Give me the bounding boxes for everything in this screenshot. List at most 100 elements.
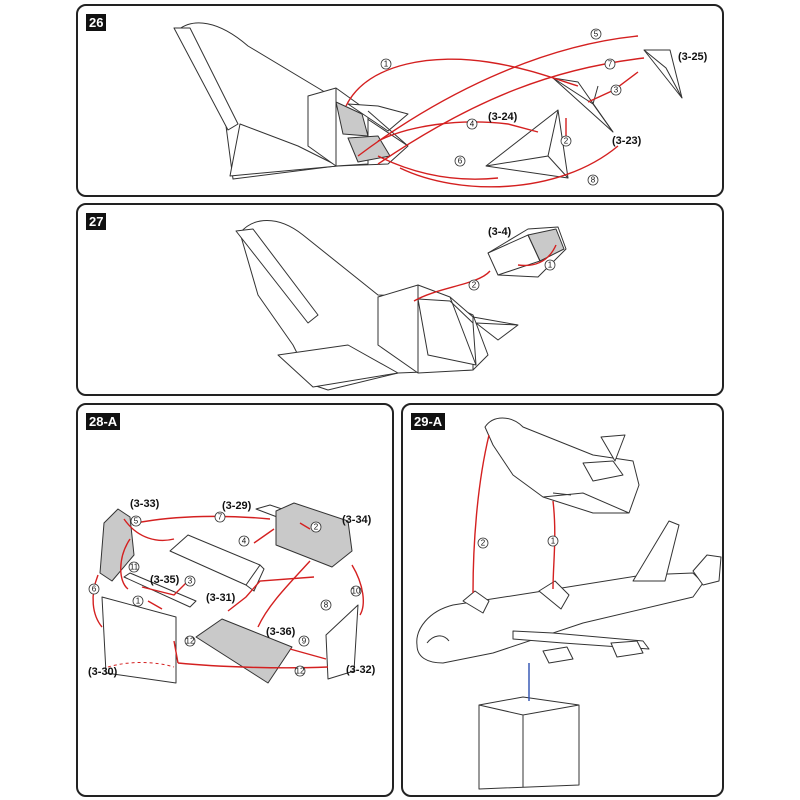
arrow-step-4 [253, 528, 275, 544]
svg-text:3: 3 [614, 86, 619, 95]
arrow-step-8 [257, 560, 311, 628]
part-label-3-24: (3-24) [488, 111, 518, 123]
svg-text:2: 2 [481, 539, 486, 548]
step-number-badge: 27 [86, 213, 107, 230]
arrow-step-2 [299, 522, 311, 530]
step-panel-26: 26 (3-25) (3-24) (3-23) 1 2 [76, 4, 724, 197]
svg-text:3: 3 [188, 577, 193, 586]
step-number-badge: 29-A [411, 413, 446, 430]
svg-text:7: 7 [608, 60, 613, 69]
step-marker-8: 8 [587, 174, 599, 186]
carrier-mount-front [462, 590, 490, 614]
step-marker-12b: 12 [294, 665, 306, 677]
arrow-step-1 [345, 58, 579, 107]
part-label-3-33: (3-33) [130, 498, 160, 510]
step-panel-28a: 28-A (3-33) (3-29) [76, 403, 394, 797]
part-3-23-shape [552, 77, 614, 133]
part-3-35-shape [123, 572, 197, 608]
rear-fin [475, 322, 519, 341]
step-marker-7: 7 [214, 511, 226, 523]
step-marker-4: 4 [466, 118, 478, 130]
svg-text:8: 8 [591, 176, 596, 185]
step-panel-27: 27 (3-4) 1 2 [76, 203, 724, 396]
arrow-step-5 [357, 35, 639, 157]
arrow-step-8 [399, 145, 619, 188]
svg-text:4: 4 [242, 537, 247, 546]
svg-text:4: 4 [470, 120, 475, 129]
arrow-step-1 [147, 600, 163, 610]
arrow-step-11 [120, 538, 131, 590]
shuttle-orbiter [484, 417, 640, 514]
svg-text:8: 8 [324, 601, 329, 610]
part-3-33-shape [99, 508, 135, 582]
arrow-step-12a [173, 640, 179, 664]
diagram-29a: 1 2 [416, 417, 722, 790]
svg-text:2: 2 [564, 137, 569, 146]
svg-text:10: 10 [352, 587, 361, 596]
step-marker-1: 1 [380, 58, 392, 70]
part-3-30-shape [101, 596, 177, 684]
part-3-25-shape [643, 49, 683, 99]
engine-face [417, 298, 477, 366]
arrow-step-6 [377, 155, 499, 180]
step-marker-11: 11 [128, 561, 140, 573]
svg-text:1: 1 [384, 60, 389, 69]
svg-text:7: 7 [218, 513, 223, 522]
engine-face [335, 101, 369, 137]
part-label-3-32: (3-32) [346, 664, 376, 676]
carrier-tail-fin [632, 520, 680, 582]
diagram-27: (3-4) 1 2 [235, 220, 567, 391]
engine-cover-top [347, 103, 409, 132]
arrow-step-4 [377, 121, 539, 142]
step-panel-29a: 29-A 1 2 [401, 403, 724, 797]
step-marker-10: 10 [350, 585, 362, 597]
step-marker-5: 5 [130, 515, 142, 527]
part-label-3-35: (3-35) [150, 574, 180, 586]
arrow-step-3 [141, 580, 189, 596]
step-marker-2: 2 [310, 521, 322, 533]
svg-text:11: 11 [130, 563, 139, 572]
step-marker-6: 6 [454, 155, 466, 167]
diagram-26: (3-25) (3-24) (3-23) 1 2 3 4 5 6 7 8 [173, 22, 708, 188]
svg-text:5: 5 [134, 517, 139, 526]
svg-text:12: 12 [186, 637, 195, 646]
shuttle-tail [235, 228, 319, 324]
step-marker-8: 8 [320, 599, 332, 611]
svg-text:9: 9 [302, 637, 307, 646]
part-label-3-23: (3-23) [612, 135, 642, 147]
svg-text:2: 2 [472, 281, 477, 290]
arrow-step-5 [123, 518, 175, 542]
carrier-stabilizer [692, 554, 722, 586]
part-label-3-4: (3-4) [488, 226, 512, 238]
step-marker-12a: 12 [184, 635, 196, 647]
part-label-3-30: (3-30) [88, 666, 118, 678]
arrow-step-2 [413, 270, 491, 302]
arrow-step-9 [289, 648, 327, 660]
shuttle-tail [173, 27, 239, 131]
step-marker-2: 2 [477, 537, 489, 549]
carrier-mount-rear [538, 580, 570, 610]
orbiter-tail [600, 434, 626, 462]
step-marker-3: 3 [184, 575, 196, 587]
arrow-step-12b [177, 662, 329, 669]
step-marker-3: 3 [610, 84, 622, 96]
svg-text:1: 1 [551, 537, 556, 546]
step-marker-6: 6 [88, 583, 100, 595]
step-marker-1: 1 [132, 595, 144, 607]
part-label-3-25: (3-25) [678, 51, 708, 63]
step-number-badge: 26 [86, 14, 107, 31]
carrier-engine-1 [542, 646, 574, 664]
part-3-32-shape [325, 604, 359, 680]
part-label-3-36: (3-36) [266, 626, 296, 638]
arrow-step-7 [135, 515, 271, 524]
step-number-badge: 28-A [86, 413, 121, 430]
step-marker-2: 2 [560, 135, 572, 147]
part-label-3-31: (3-31) [206, 592, 236, 604]
svg-text:1: 1 [136, 597, 141, 606]
diagram-28a: (3-33) (3-29) (3-34) (3-35) (3-31) (3-36… [88, 498, 376, 684]
part-label-3-34: (3-34) [342, 514, 372, 526]
step-marker-5: 5 [590, 28, 602, 40]
arrow-step-10 [351, 564, 364, 616]
part-3-34-shape [275, 502, 353, 568]
arrow-step-1 [552, 500, 556, 590]
